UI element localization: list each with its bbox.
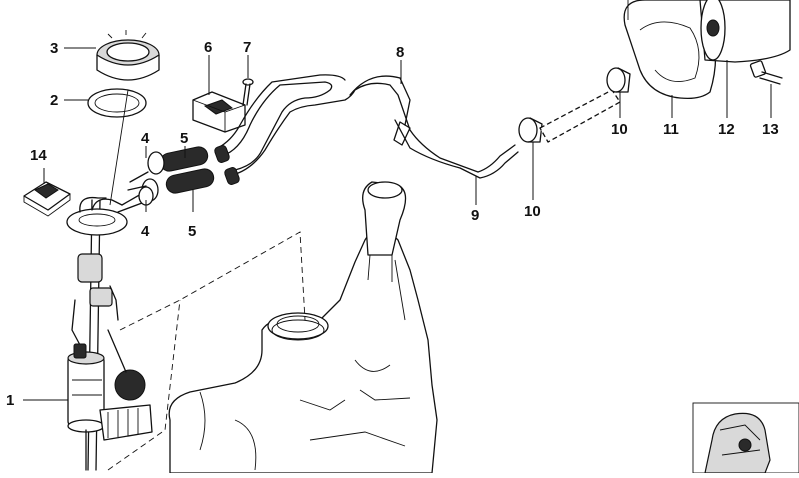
bracket-screw [242, 78, 254, 106]
label-part-3: 3 [50, 40, 58, 57]
label-part-5-upper: 5 [180, 130, 188, 147]
label-part-8: 8 [396, 44, 404, 61]
label-part-10-upper: 10 [611, 121, 628, 138]
label-part-7: 7 [243, 39, 251, 56]
locking-ring [96, 30, 160, 81]
label-part-4-upper: 4 [141, 130, 150, 147]
tank-seal-ring [87, 88, 147, 118]
hose-bracket [192, 91, 246, 133]
label-part-10-lower: 10 [524, 203, 541, 220]
fuel-tank [168, 181, 438, 474]
assembly-dashed-lines [107, 231, 306, 471]
label-part-9: 9 [471, 207, 479, 224]
hose-clamps [518, 67, 631, 143]
label-part-2: 2 [50, 92, 58, 109]
leader-lines [23, 47, 772, 401]
inset-vehicle-view [692, 402, 799, 474]
label-part-11: 11 [663, 121, 679, 138]
label-part-13: 13 [762, 121, 779, 138]
fuel-pump-assembly [66, 196, 153, 471]
label-part-1: 1 [6, 392, 14, 409]
filter-bolt [749, 60, 783, 85]
assembly-axis-line [109, 89, 129, 206]
label-part-4-lower: 4 [141, 223, 150, 240]
label-part-5-lower: 5 [188, 223, 196, 240]
retaining-clip [23, 181, 71, 217]
fuel-filter-holder [623, 0, 717, 100]
label-part-14: 14 [30, 147, 47, 164]
part-number-labels: 1 2 3 4 4 5 5 6 7 8 9 10 10 11 12 13 14 [6, 39, 779, 409]
label-part-12: 12 [718, 121, 735, 138]
fuel-hoses [117, 146, 215, 213]
label-part-6: 6 [204, 39, 212, 56]
fuel-filter [699, 0, 791, 63]
fuel-feed-lines [214, 74, 519, 185]
